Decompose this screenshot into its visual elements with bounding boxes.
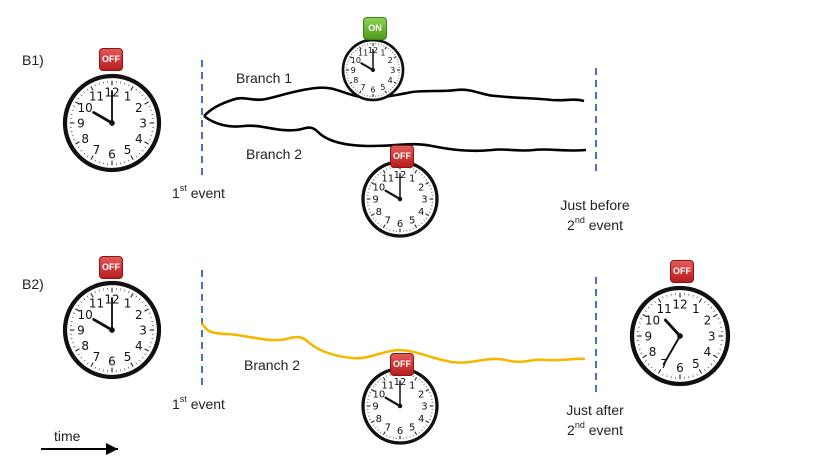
off-badge-icon: OFF (99, 256, 123, 279)
b2-first-event-label: 1st event (172, 394, 225, 412)
svg-text:2: 2 (388, 56, 393, 65)
svg-text:1: 1 (124, 296, 132, 310)
svg-text:1: 1 (124, 89, 132, 103)
svg-text:1: 1 (380, 49, 385, 58)
off-badge-icon: OFF (390, 145, 414, 168)
svg-text:5: 5 (409, 216, 415, 227)
svg-text:3: 3 (139, 323, 147, 337)
panel-b1-label: B1) (22, 52, 44, 68)
svg-text:2: 2 (418, 182, 424, 193)
svg-text:4: 4 (135, 339, 143, 353)
svg-text:6: 6 (108, 147, 116, 161)
off-badge-icon: OFF (390, 353, 414, 376)
svg-text:2: 2 (135, 308, 143, 322)
svg-text:4: 4 (388, 76, 393, 85)
svg-text:11: 11 (358, 49, 368, 58)
svg-text:8: 8 (353, 76, 358, 85)
svg-text:11: 11 (89, 296, 104, 310)
b1-branch-2-label: Branch 2 (246, 146, 303, 162)
svg-text:9: 9 (644, 329, 652, 343)
svg-text:10: 10 (351, 56, 361, 65)
svg-text:6: 6 (397, 219, 403, 230)
svg-text:10: 10 (372, 182, 385, 193)
svg-text:3: 3 (708, 329, 716, 343)
b1-branch-1-label: Branch 1 (236, 70, 293, 86)
svg-text:9: 9 (351, 66, 356, 75)
on-badge-icon: ON (363, 17, 387, 40)
svg-text:6: 6 (370, 86, 375, 95)
b1-first-event-label: 1st event (172, 183, 225, 201)
svg-text:4: 4 (418, 414, 424, 425)
svg-text:1: 1 (692, 302, 700, 316)
svg-text:2: 2 (704, 313, 712, 327)
svg-text:3: 3 (421, 402, 427, 413)
svg-text:6: 6 (397, 426, 403, 437)
svg-text:5: 5 (124, 143, 132, 157)
svg-text:11: 11 (381, 380, 394, 391)
svg-text:9: 9 (77, 323, 85, 337)
svg-text:3: 3 (421, 195, 427, 206)
svg-text:9: 9 (372, 195, 378, 206)
svg-text:9: 9 (77, 116, 85, 130)
svg-text:11: 11 (657, 302, 672, 316)
svg-text:2: 2 (418, 389, 424, 400)
svg-text:5: 5 (380, 83, 385, 92)
svg-text:7: 7 (385, 216, 391, 227)
svg-text:8: 8 (376, 414, 382, 425)
svg-text:12: 12 (672, 298, 687, 312)
svg-text:6: 6 (676, 361, 684, 375)
off-badge-icon: OFF (99, 48, 123, 71)
off-badge-icon: OFF (670, 260, 694, 283)
svg-text:5: 5 (124, 350, 132, 364)
b1-second-event-label: Just before 2nd event (560, 197, 630, 233)
svg-text:8: 8 (649, 345, 657, 359)
svg-text:7: 7 (93, 350, 101, 364)
svg-text:5: 5 (692, 357, 700, 371)
svg-text:8: 8 (81, 132, 89, 146)
svg-text:1: 1 (409, 380, 415, 391)
svg-text:7: 7 (385, 423, 391, 434)
svg-text:1: 1 (409, 173, 415, 184)
svg-text:10: 10 (77, 101, 92, 115)
svg-text:8: 8 (81, 339, 89, 353)
b2-branch-2-label: Branch 2 (244, 357, 301, 373)
svg-text:11: 11 (89, 89, 104, 103)
b2-branch-2-path (200, 322, 586, 364)
svg-text:3: 3 (139, 116, 147, 130)
svg-text:10: 10 (77, 308, 92, 322)
time-label: time (54, 428, 81, 444)
panel-b2-label: B2) (22, 276, 44, 292)
svg-text:4: 4 (135, 132, 143, 146)
svg-text:7: 7 (93, 143, 101, 157)
svg-text:10: 10 (372, 389, 385, 400)
svg-text:10: 10 (645, 313, 660, 327)
svg-text:2: 2 (135, 101, 143, 115)
svg-text:4: 4 (418, 207, 424, 218)
svg-text:6: 6 (108, 354, 116, 368)
svg-text:5: 5 (409, 423, 415, 434)
b2-second-event-label: Just after 2nd event (566, 402, 624, 438)
svg-text:3: 3 (390, 66, 395, 75)
b1-branch-2-path (203, 114, 587, 153)
svg-text:11: 11 (381, 173, 394, 184)
svg-text:8: 8 (376, 207, 382, 218)
svg-text:9: 9 (372, 402, 378, 413)
svg-text:7: 7 (361, 83, 366, 92)
svg-text:4: 4 (704, 345, 712, 359)
